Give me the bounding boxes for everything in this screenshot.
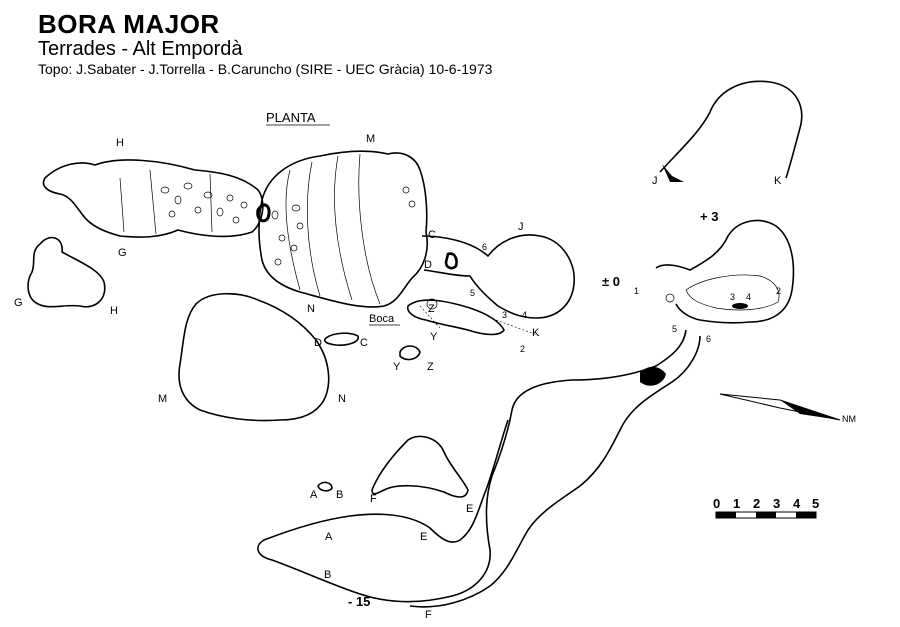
station-4-upper: 4 bbox=[746, 292, 751, 302]
letter-b-lower: B bbox=[324, 569, 331, 581]
section-g-h bbox=[27, 236, 106, 308]
station-4-main: 4 bbox=[522, 310, 527, 320]
islet-a-b bbox=[317, 481, 333, 492]
lower-gallery-outer-wall bbox=[409, 335, 701, 608]
section-j-k bbox=[659, 80, 803, 179]
letter-z-islet: Z bbox=[427, 361, 434, 373]
station-3-upper: 3 bbox=[730, 292, 735, 302]
upper-chamber-pool bbox=[732, 303, 748, 309]
letter-y-islet: Y bbox=[393, 361, 401, 373]
station-2-upper: 2 bbox=[776, 286, 781, 296]
station-5-upper: 5 bbox=[672, 324, 677, 334]
depth-plus3: + 3 bbox=[700, 209, 718, 224]
letter-d-main: D bbox=[424, 259, 432, 271]
chamber-mn-boulders bbox=[271, 186, 416, 266]
map-credits: Topo: J.Sabater - J.Torrella - B.Carunch… bbox=[38, 61, 493, 77]
scale-tick-5: 5 bbox=[812, 496, 819, 511]
passage-cd-wall bbox=[421, 234, 575, 319]
entrance-chamber-wall bbox=[406, 299, 505, 336]
letter-j-detached: J bbox=[652, 175, 658, 187]
letter-c-islet: C bbox=[360, 337, 368, 349]
scale-tick-1: 1 bbox=[733, 496, 740, 511]
chamber-mn-contours bbox=[285, 153, 381, 305]
lower-gallery-marker bbox=[640, 366, 666, 386]
letter-g-detached: G bbox=[14, 297, 23, 309]
letter-e-detached: E bbox=[466, 503, 473, 515]
letter-n-detached: N bbox=[338, 393, 346, 405]
letter-c-main: C bbox=[428, 229, 436, 241]
letter-m-detached: M bbox=[158, 393, 167, 405]
letter-h-detached: H bbox=[110, 305, 118, 317]
upper-chamber-station bbox=[665, 293, 675, 303]
station-5-main: 5 bbox=[470, 288, 475, 298]
entrance-label: Boca bbox=[369, 313, 395, 325]
scale-tick-2: 2 bbox=[753, 496, 760, 511]
letter-f-lower: F bbox=[425, 609, 432, 621]
letter-m-main: M bbox=[366, 133, 375, 145]
d-marker bbox=[444, 252, 458, 270]
scale-tick-4: 4 bbox=[793, 496, 801, 511]
letter-n-main: N bbox=[307, 303, 315, 315]
map-subtitle: Terrades - Alt Empordà bbox=[38, 38, 243, 60]
section-f-e bbox=[371, 435, 469, 498]
scale-tick-0: 0 bbox=[713, 496, 720, 511]
entrance-marker bbox=[426, 298, 438, 310]
scale-bar bbox=[715, 511, 817, 519]
plan-label: PLANTA bbox=[266, 110, 316, 125]
depth-minus15: - 15 bbox=[348, 594, 370, 609]
depth-zero: ± 0 bbox=[602, 274, 620, 289]
letter-f-detached: F bbox=[370, 493, 377, 505]
letter-j-main: J bbox=[518, 221, 524, 233]
map-title: BORA MAJOR bbox=[38, 9, 220, 39]
section-m-n bbox=[178, 292, 330, 422]
letter-a-lower: A bbox=[325, 531, 333, 543]
north-label: NM bbox=[842, 414, 856, 424]
letter-h-top: H bbox=[116, 137, 124, 149]
letter-a-islet: A bbox=[310, 489, 318, 501]
letter-y-main: Y bbox=[430, 331, 438, 343]
shaft-marker bbox=[256, 203, 271, 223]
lower-gallery-wall bbox=[257, 329, 687, 603]
gallery-hg-wall bbox=[42, 159, 264, 238]
station-3-main: 3 bbox=[502, 310, 507, 320]
station-6-main: 6 bbox=[482, 242, 487, 252]
station-6-upper: 6 bbox=[706, 334, 711, 344]
letter-d-islet: D bbox=[314, 337, 322, 349]
letter-b-islet: B bbox=[336, 489, 343, 501]
gallery-hg-contours bbox=[119, 169, 213, 235]
letter-k-main: K bbox=[532, 327, 540, 339]
letter-k-detached: K bbox=[774, 175, 782, 187]
station-1: 1 bbox=[634, 286, 639, 296]
scale-tick-3: 3 bbox=[773, 496, 780, 511]
section-j-k-marker bbox=[662, 164, 684, 182]
island-d-c bbox=[323, 332, 359, 346]
station-2-main: 2 bbox=[520, 344, 525, 354]
chamber-mn-wall bbox=[258, 150, 428, 308]
upper-chamber-inner bbox=[685, 274, 780, 311]
letter-z-main: Z bbox=[428, 303, 435, 315]
island-y-z bbox=[399, 345, 421, 361]
gallery-hg-boulders bbox=[160, 182, 248, 224]
letter-e-lower: E bbox=[420, 531, 427, 543]
map-header: BORA MAJOR Terrades - Alt Empordà Topo: … bbox=[38, 10, 492, 78]
letter-g-main: G bbox=[118, 247, 127, 259]
north-arrow-icon bbox=[719, 393, 841, 421]
survey-dashes bbox=[419, 305, 541, 337]
upper-chamber-wall bbox=[655, 219, 795, 324]
